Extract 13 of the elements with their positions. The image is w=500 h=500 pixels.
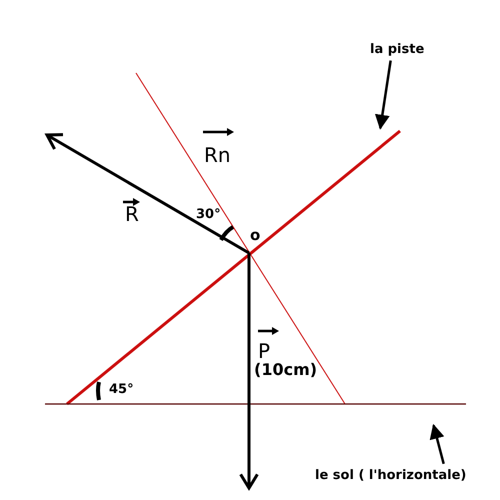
leader-arrow bbox=[430, 424, 445, 464]
track-line bbox=[66, 130, 401, 406]
magnitude-label: (10cm) bbox=[254, 362, 318, 378]
annotation-text: la piste bbox=[370, 43, 424, 56]
vector-label: P bbox=[258, 341, 270, 361]
angle-label: 45° bbox=[109, 383, 134, 396]
vector-label: R bbox=[125, 204, 139, 224]
point-label: o bbox=[250, 228, 260, 243]
ground-line bbox=[45, 403, 466, 405]
angle-label: 30° bbox=[196, 208, 221, 221]
vector-label: Rn bbox=[204, 145, 231, 165]
annotation-text: le sol ( l'horizontale) bbox=[315, 469, 466, 482]
leader-arrow bbox=[374, 60, 392, 130]
